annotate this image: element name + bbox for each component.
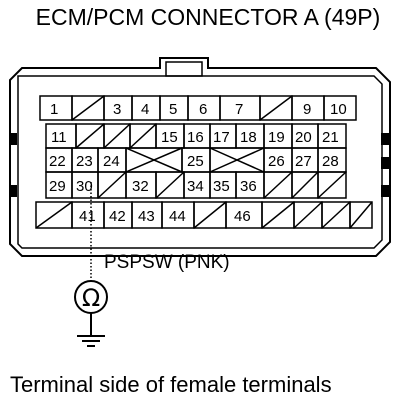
pin-27: 27 [295, 153, 312, 170]
pin-29: 29 [49, 178, 66, 195]
pin-28: 28 [322, 153, 339, 170]
pin-4: 4 [141, 101, 149, 118]
ground-icon [77, 313, 105, 347]
pin-7: 7 [235, 101, 243, 118]
pin-24: 24 [103, 153, 120, 170]
pin-46: 46 [234, 208, 251, 225]
diagram-title: ECM/PCM CONNECTOR A (49P) [35, 4, 381, 30]
pin-30: 30 [76, 178, 93, 195]
pin-1: 1 [50, 101, 58, 118]
ohm-icon: Ω [82, 284, 100, 312]
pin-15: 15 [161, 129, 178, 146]
footer-caption: Terminal side of female terminals [10, 372, 332, 397]
wire-label: PSPSW (PNK) [104, 252, 230, 273]
pin-3: 3 [113, 101, 121, 118]
pin-17: 17 [213, 129, 230, 146]
pin-22: 22 [49, 153, 66, 170]
pin-18: 18 [240, 129, 257, 146]
pin-16: 16 [187, 129, 204, 146]
pin-25: 25 [187, 153, 204, 170]
pin-5: 5 [169, 101, 177, 118]
pin-23: 23 [76, 153, 93, 170]
pin-41: 41 [79, 208, 96, 225]
pin-9: 9 [303, 101, 311, 118]
pin-21: 21 [322, 129, 339, 146]
pin-11: 11 [51, 129, 67, 146]
pin-43: 43 [138, 208, 155, 225]
pin-36: 36 [240, 178, 257, 195]
pin-labels: 1 3 4 5 6 7 9 10 11 15 16 17 18 19 20 21… [49, 101, 347, 225]
pin-32: 32 [132, 178, 149, 195]
pin-19: 19 [268, 129, 285, 146]
pin-42: 42 [109, 208, 126, 225]
terminal-grid [35, 123, 373, 229]
pin-44: 44 [169, 208, 186, 225]
terminal-row-1 [39, 95, 357, 121]
pin-6: 6 [199, 101, 207, 118]
pin-26: 26 [268, 153, 285, 170]
ohmmeter: Ω [74, 280, 108, 314]
pin-10: 10 [330, 101, 347, 118]
connector-housing [9, 57, 391, 257]
pin-35: 35 [213, 178, 230, 195]
pin-20: 20 [295, 129, 312, 146]
pin-34: 34 [187, 178, 204, 195]
